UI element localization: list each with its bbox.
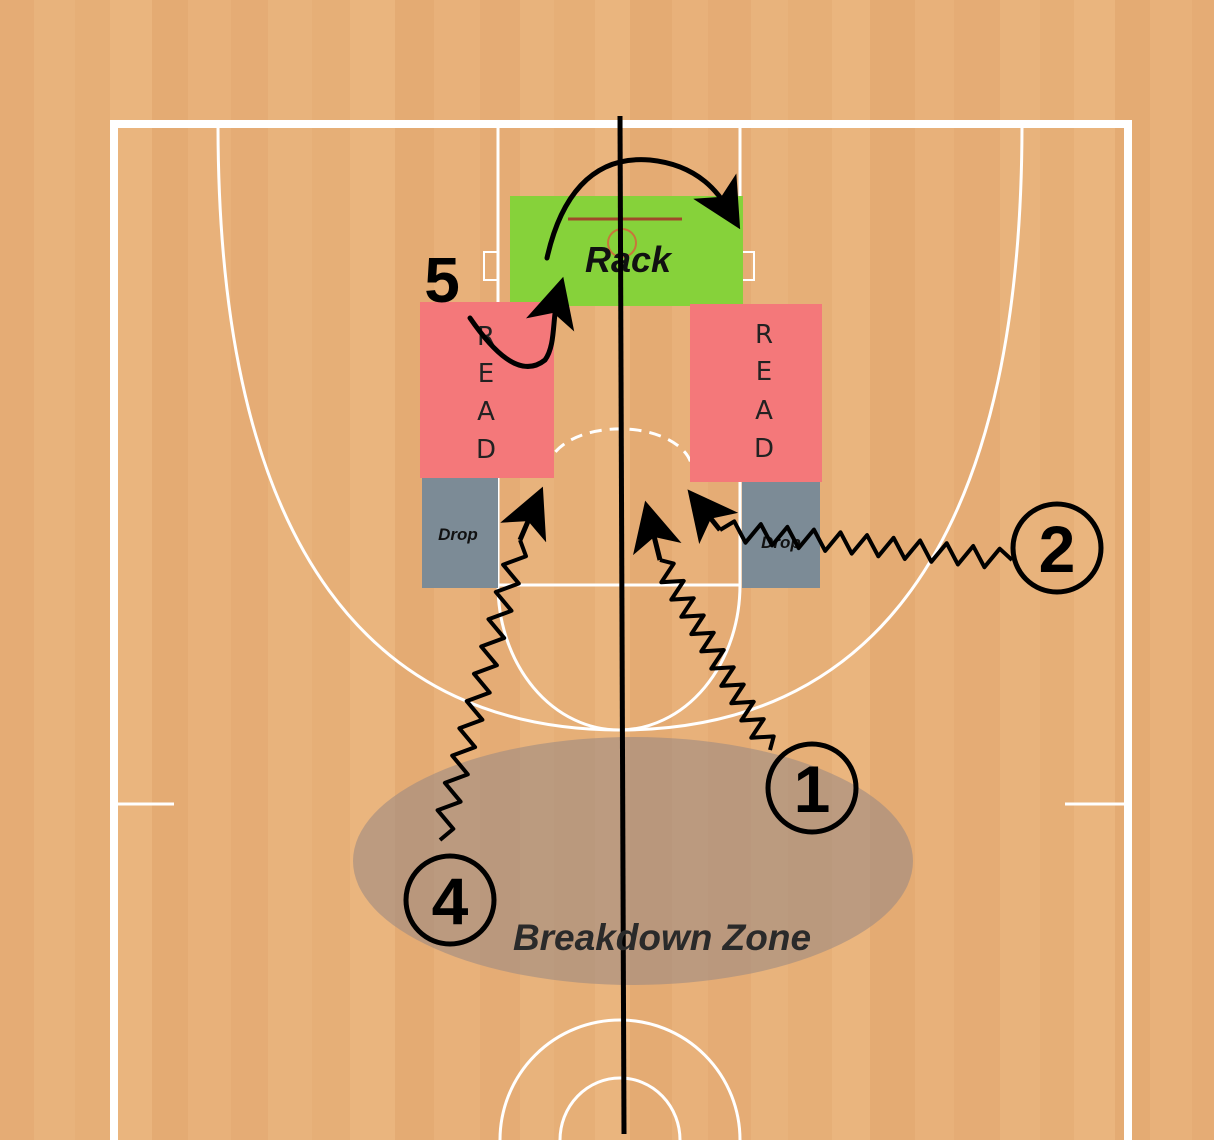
floor-plank xyxy=(188,0,231,1140)
floor-plank xyxy=(34,0,75,1140)
center-circle-outer xyxy=(498,1018,742,1140)
dribble-path-player-1 xyxy=(659,558,776,751)
block-left xyxy=(483,251,499,281)
rack-arc-arrow xyxy=(544,157,741,261)
read-right-letter-r: R xyxy=(755,320,773,350)
floor-plank xyxy=(915,0,954,1140)
dribble-path-player-2-arrow xyxy=(687,489,739,545)
read-right-letter-d: D xyxy=(754,434,774,464)
floor-plank xyxy=(268,0,312,1140)
floor-plank xyxy=(1040,0,1074,1140)
dribble-path-player-4-arrow xyxy=(500,486,547,543)
read-left-letter-d: D xyxy=(476,435,496,465)
breakdown-zone-label: Breakdown Zone xyxy=(513,917,811,958)
read-left-letter-a: A xyxy=(477,397,495,427)
read-zone-right xyxy=(690,304,822,482)
floor-plank xyxy=(870,0,915,1140)
floor-plank xyxy=(231,0,268,1140)
dribble-path-player-2 xyxy=(718,519,1014,570)
player-4-circle xyxy=(403,853,497,947)
floor-plank xyxy=(1192,0,1214,1140)
dribble-path-player-4 xyxy=(435,539,528,842)
floor-plank xyxy=(1115,0,1150,1140)
drop-left-label: Drop xyxy=(438,525,478,544)
floor-plank xyxy=(832,0,870,1140)
floor-plank xyxy=(954,0,1000,1140)
read-left-letter-e: E xyxy=(478,359,494,389)
player-2-circle xyxy=(1010,501,1104,595)
dribble-paths xyxy=(435,486,1014,842)
floor-plank xyxy=(152,0,188,1140)
floor-plank xyxy=(1150,0,1192,1140)
floor-plank xyxy=(350,0,395,1140)
center-divider-line xyxy=(617,115,627,1135)
player-4-label: 4 xyxy=(432,864,469,938)
arrows xyxy=(467,157,741,369)
player-2-label: 2 xyxy=(1039,512,1076,586)
player-1: 1 xyxy=(765,741,859,835)
floor-plank xyxy=(0,0,34,1140)
player-4: 4 xyxy=(403,853,497,947)
rack-zone-label: Rack xyxy=(585,239,673,280)
read-right-letter-e: E xyxy=(756,357,772,387)
free-throw-circle-lower xyxy=(496,584,742,732)
dribble-path-player-1-arrow xyxy=(633,500,682,561)
drop-zone-left xyxy=(422,478,498,588)
player-1-circle xyxy=(765,741,859,835)
player-1-label: 1 xyxy=(794,752,831,826)
zones xyxy=(353,196,913,985)
breakdown-zone xyxy=(353,737,913,985)
floor-plank xyxy=(312,0,350,1140)
cut-arrow-player-5 xyxy=(467,276,575,369)
player-2: 2 xyxy=(1010,501,1104,595)
player-5-label: 5 xyxy=(424,244,460,316)
read-right-letter-a: A xyxy=(755,396,773,426)
floor-plank xyxy=(75,0,110,1140)
center-circle-inner xyxy=(558,1076,682,1140)
